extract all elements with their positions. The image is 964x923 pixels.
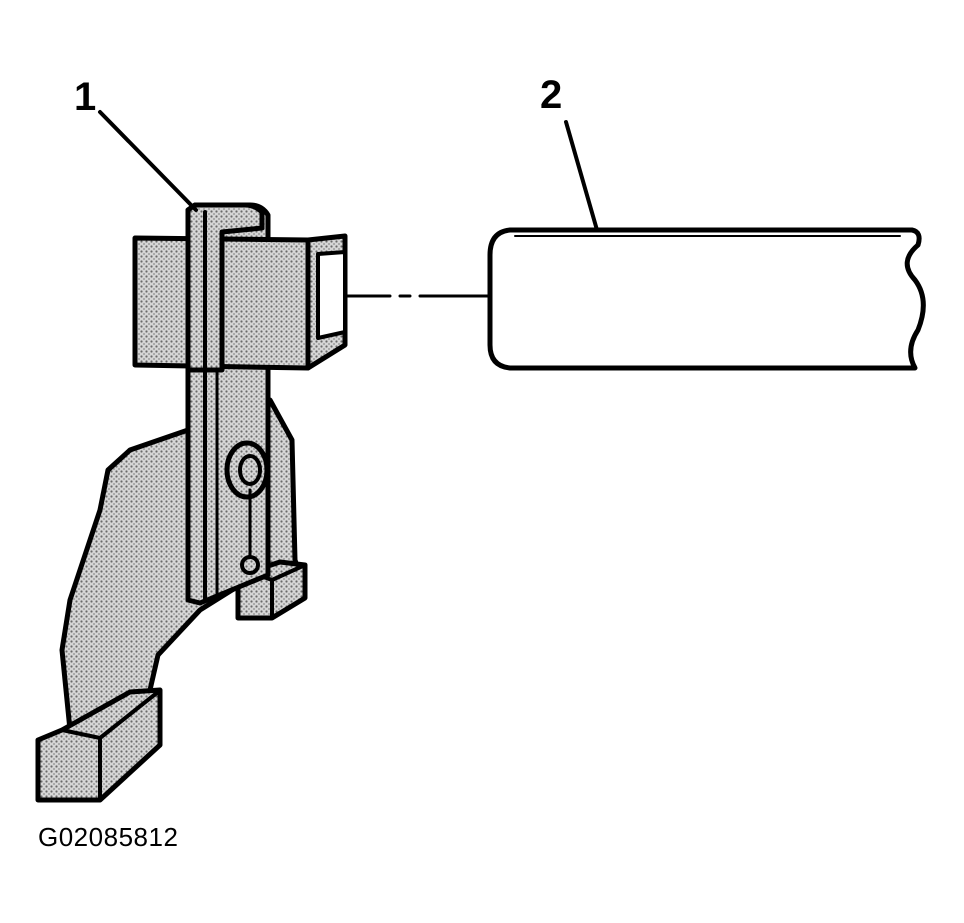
callout-1: 1 bbox=[74, 75, 96, 119]
rod bbox=[487, 227, 926, 371]
leader-line-1 bbox=[98, 110, 198, 212]
pivot-bolt bbox=[224, 440, 270, 500]
figure-id: G02085812 bbox=[38, 822, 179, 852]
foot-block-top bbox=[60, 690, 160, 802]
head-block-notch bbox=[316, 250, 347, 340]
callout-2: 2 bbox=[540, 73, 562, 117]
leader-line-2 bbox=[564, 120, 599, 232]
